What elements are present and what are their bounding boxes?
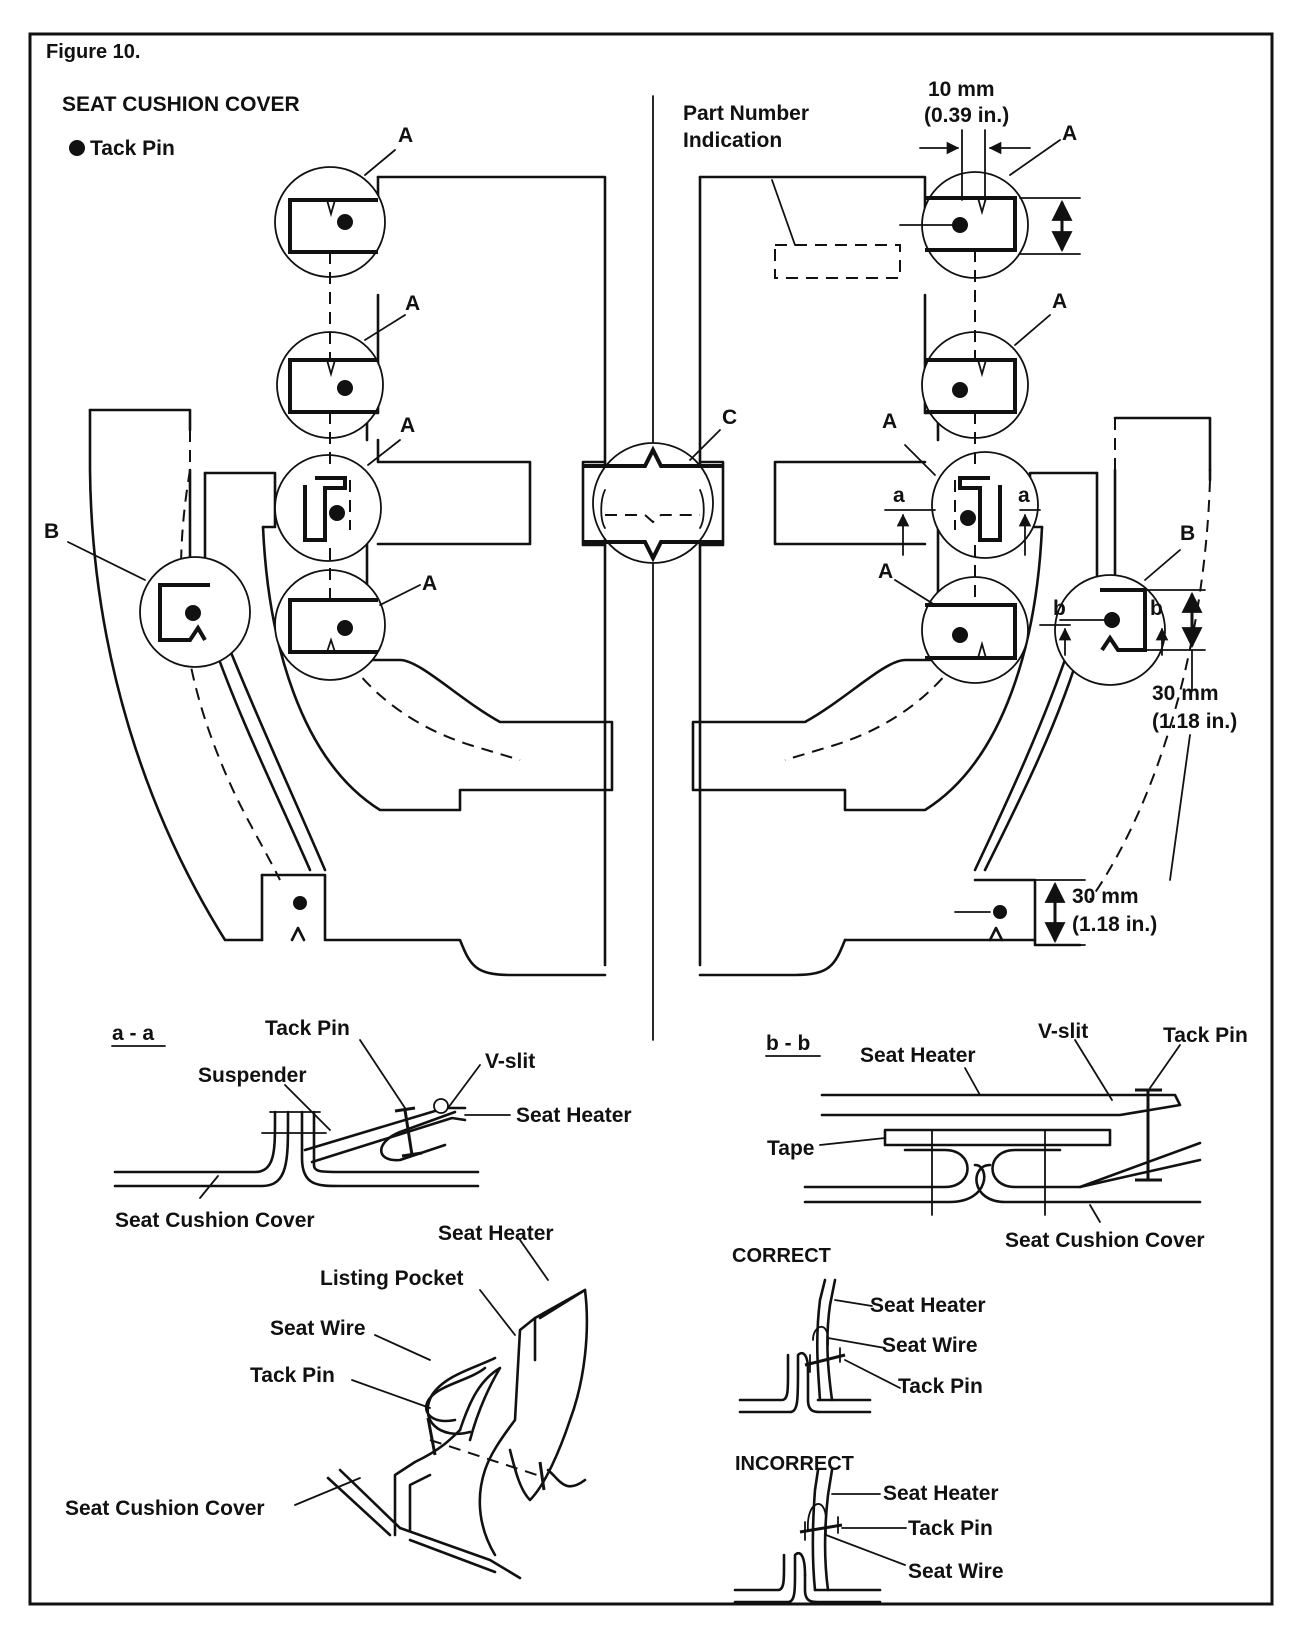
- aa-suspender-label: Suspender: [198, 1064, 307, 1087]
- callout-leaders: [67, 139, 1181, 606]
- section-aa-title: a - a: [112, 1022, 154, 1045]
- persp-seat-cushion-cover-label: Seat Cushion Cover: [65, 1497, 265, 1520]
- callout-c: C: [722, 406, 737, 429]
- bb-tack-pin-label: Tack Pin: [1163, 1024, 1248, 1047]
- figure-label: Figure 10.: [46, 41, 140, 63]
- correct-seat-wire-label: Seat Wire: [882, 1334, 978, 1357]
- dimension-30mm-label: 30 mm: [1152, 682, 1219, 705]
- left-back-panel-edge: [376, 175, 607, 967]
- callout-a: A: [1062, 122, 1077, 145]
- detail-circle-c: [581, 442, 725, 564]
- section-a-a: a - a Tack Pin Suspender V-slit Seat Hea…: [111, 1017, 632, 1232]
- aa-v-slit-label: V-slit: [485, 1050, 535, 1073]
- perspective-view: Seat Heater Listing Pocket Seat Wire Tac…: [65, 1222, 589, 1580]
- dimension-b-label: b: [1053, 597, 1066, 620]
- dimension-b-label: b: [1150, 597, 1163, 620]
- incorrect-detail: INCORRECT Seat Heater Tack Pin Seat Wire: [733, 1453, 1004, 1604]
- bb-tape-label: Tape: [767, 1137, 814, 1160]
- dimension-10mm-label: (0.39 in.): [924, 104, 1009, 127]
- detail-circles-b: [139, 556, 1166, 686]
- callout-a: A: [878, 560, 893, 583]
- figure-title: SEAT CUSHION COVER: [62, 93, 300, 116]
- tack-pin-legend-label: Tack Pin: [90, 137, 175, 160]
- detail-circles-left: [274, 166, 386, 681]
- dimension-10mm: [919, 129, 1081, 255]
- section-bb-title: b - b: [766, 1032, 810, 1055]
- correct-title: CORRECT: [732, 1245, 831, 1267]
- callout-a: A: [400, 414, 415, 437]
- part-number-label: Part Number: [683, 102, 809, 125]
- dimension-b-30mm: [1039, 589, 1206, 881]
- figure-border: [28, 32, 1274, 1606]
- dimension-a-label: a: [893, 484, 905, 507]
- dimension-a-label: a: [1018, 484, 1030, 507]
- dimension-10mm-label: 10 mm: [928, 78, 995, 101]
- correct-tack-pin-label: Tack Pin: [898, 1375, 983, 1398]
- aa-seat-cushion-cover-label: Seat Cushion Cover: [115, 1209, 315, 1232]
- correct-detail: CORRECT Seat Heater Seat Wire Tack Pin: [732, 1245, 986, 1414]
- callout-a: A: [398, 124, 413, 147]
- dimension-a: [884, 509, 1041, 556]
- incorrect-seat-wire-label: Seat Wire: [908, 1560, 1004, 1583]
- detail-circles-right: [899, 171, 1039, 684]
- correct-seat-heater-label: Seat Heater: [870, 1294, 986, 1317]
- pattern-right-half: [691, 175, 1212, 977]
- persp-tack-pin-label: Tack Pin: [250, 1364, 335, 1387]
- callout-a: A: [405, 292, 420, 315]
- aa-tack-pin-label: Tack Pin: [265, 1017, 350, 1040]
- main-labels: A A A A A A A A B B C Part Number Indica…: [44, 78, 1237, 936]
- bb-seat-heater-label: Seat Heater: [860, 1044, 976, 1067]
- persp-seat-wire-label: Seat Wire: [270, 1317, 366, 1340]
- persp-listing-pocket-label: Listing Pocket: [320, 1267, 464, 1290]
- part-number-indication-box: [774, 244, 901, 279]
- aa-seat-heater-label: Seat Heater: [516, 1104, 632, 1127]
- callout-b: B: [44, 520, 59, 543]
- dimension-30mm-label: 30 mm: [1072, 885, 1139, 908]
- dimension-30mm-label: (1.18 in.): [1152, 710, 1237, 733]
- persp-seat-heater-label: Seat Heater: [438, 1222, 554, 1245]
- callout-a: A: [422, 572, 437, 595]
- part-number-label: Indication: [683, 129, 782, 152]
- incorrect-tack-pin-label: Tack Pin: [908, 1517, 993, 1540]
- dimension-30mm-bottom: [1034, 879, 1086, 946]
- callout-a: A: [1052, 290, 1067, 313]
- callout-b: B: [1180, 522, 1195, 545]
- incorrect-title: INCORRECT: [735, 1453, 854, 1475]
- incorrect-seat-heater-label: Seat Heater: [883, 1482, 999, 1505]
- tack-pin-legend-dot: [69, 140, 85, 156]
- dimension-30mm-label: (1.18 in.): [1072, 913, 1157, 936]
- section-b-b: b - b Seat Heater V-slit Tack Pin Tape S…: [765, 1020, 1248, 1252]
- bb-seat-cushion-cover-label: Seat Cushion Cover: [1005, 1229, 1205, 1252]
- bb-v-slit-label: V-slit: [1038, 1020, 1088, 1043]
- callout-a: A: [882, 410, 897, 433]
